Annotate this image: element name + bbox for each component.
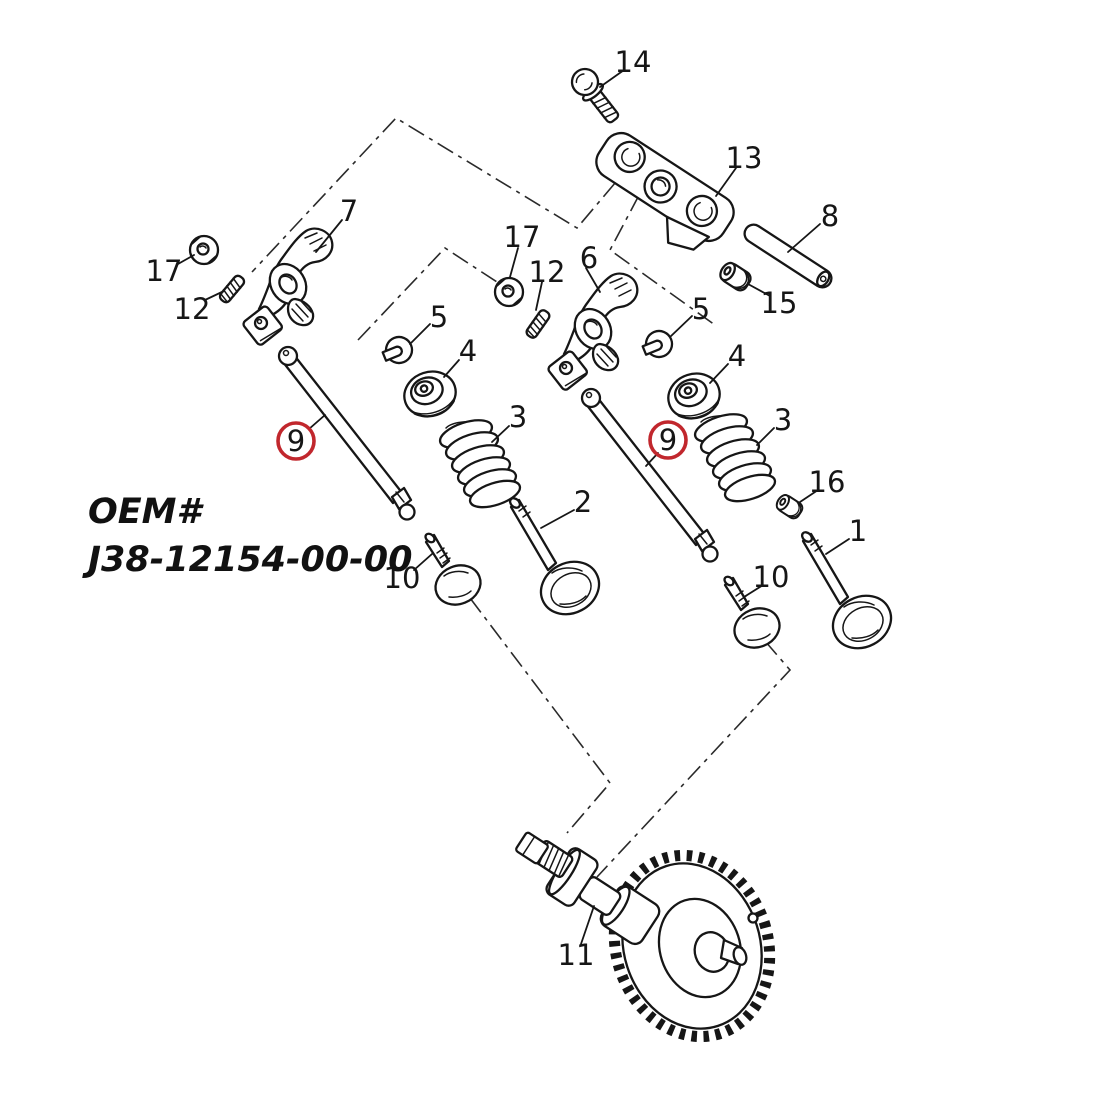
callout-13: 13 [726,141,763,175]
oem-number-overlay: OEM# J38-12154-00-00 [82,492,413,580]
highlighted-callout-9-left: 9 [276,421,316,461]
valve-spring-3-right [690,407,780,508]
valve-cotter-5-right [638,325,678,364]
rocker-arm-holder-13 [595,131,735,251]
callout-6: 6 [580,241,598,275]
flange-bolt-14 [570,67,620,124]
callout-labels: 14 13 8 15 17 12 7 17 12 6 5 5 4 4 3 3 1… [146,45,868,972]
spacer-bushing-15 [715,258,755,295]
callout-1: 1 [849,514,867,548]
callout-10-left: 10 [384,561,421,595]
callout-10-right: 10 [753,560,790,594]
callout-4-left: 4 [459,334,477,368]
rocker-arm-6 [545,272,639,393]
callout-2: 2 [574,485,592,519]
valve-cotter-5-left [378,331,418,370]
callout-17-middle: 17 [504,220,541,254]
highlighted-callout-9-right: 9 [648,420,688,460]
callout-15: 15 [761,286,798,320]
highlight-ring-right [648,420,688,460]
callout-17-left: 17 [146,254,183,288]
locknut-17-left [188,234,220,266]
camshaft-11 [515,831,776,1043]
valve-cap-16 [772,491,806,522]
callout-5-left: 5 [430,300,448,334]
callout-8: 8 [821,199,839,233]
callout-16: 16 [809,465,846,499]
oem-part-number: J38-12154-00-00 [82,540,413,580]
valve-spring-3-left [438,419,522,509]
callout-12-middle: 12 [529,255,566,289]
highlight-ring-left [276,421,316,461]
callout-3-left: 3 [509,400,527,434]
callout-12-left: 12 [174,292,211,326]
adjuster-screw-12-middle [523,307,553,341]
callout-14: 14 [615,45,652,79]
callout-3-right: 3 [774,403,792,437]
callout-7: 7 [340,194,358,228]
oem-label: OEM# [88,492,204,532]
locknut-17-middle [493,276,525,308]
callout-4-right: 4 [728,339,746,373]
callout-5-right: 5 [692,292,710,326]
spring-retainer-4-left [397,363,463,425]
intake-valve-2 [507,495,610,626]
adjuster-screw-12-left [216,272,248,306]
exhaust-valve-1 [799,529,902,660]
assembly-axis-lines [251,116,792,878]
callout-9-left: 9 [287,424,305,458]
rocker-arm-7 [240,227,334,348]
callout-9-right: 9 [659,423,677,457]
leader-lines [177,69,850,945]
valve-seal-10-left [422,530,488,613]
cam-gear-teeth [608,849,776,1043]
callout-11: 11 [558,938,595,972]
